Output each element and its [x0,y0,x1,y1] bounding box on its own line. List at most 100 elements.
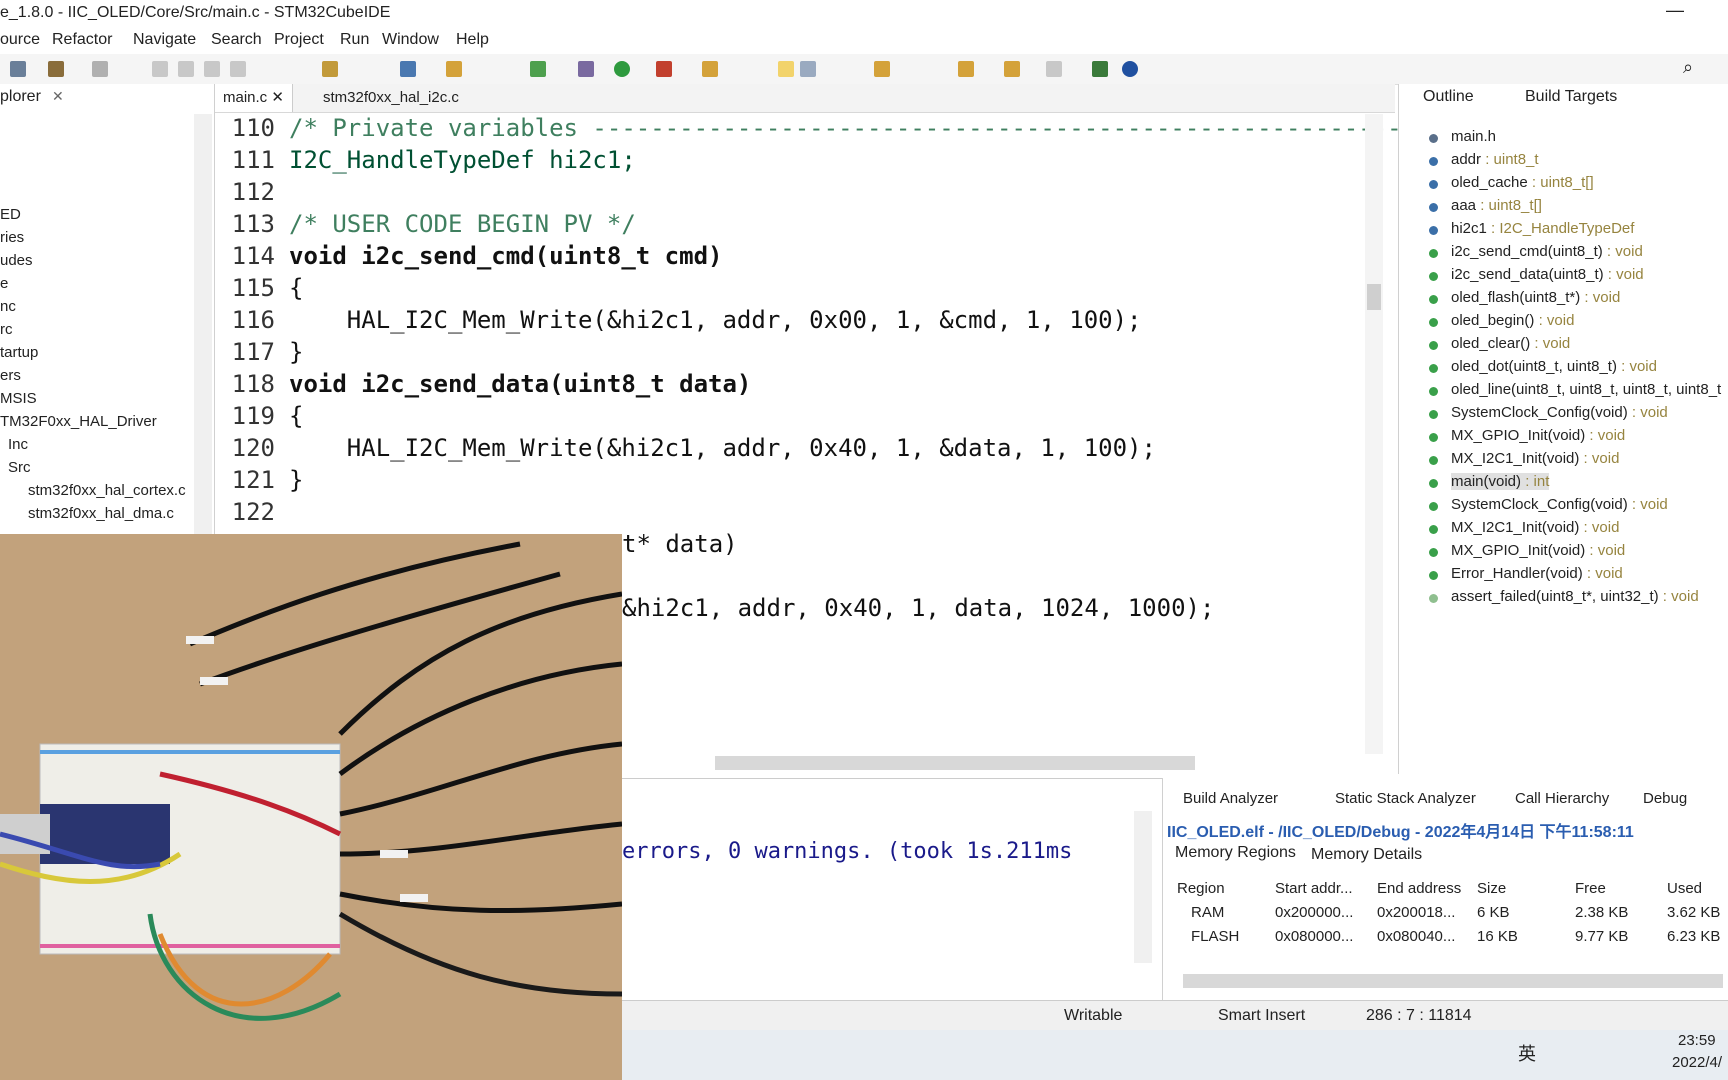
outline-item[interactable]: i2c_send_data(uint8_t) : void [1451,266,1644,283]
outline-item[interactable]: assert_failed(uint8_t*, uint32_t) : void [1451,588,1699,605]
tab-outline[interactable]: Outline [1423,88,1474,105]
stop-icon[interactable] [204,61,220,77]
step-icon[interactable] [152,61,168,77]
menu-navigate[interactable]: Navigate [133,31,197,48]
outline-item[interactable]: SystemClock_Config(void) : void [1451,496,1668,513]
toggle-icon[interactable] [800,61,816,77]
ime-indicator[interactable]: 英 [1518,1044,1536,1064]
outline-item[interactable]: main.h [1451,128,1496,145]
outline-item-icon [1429,226,1438,235]
suspend-icon[interactable] [178,61,194,77]
outline-item[interactable]: Error_Handler(void) : void [1451,565,1623,582]
scroll-thumb[interactable] [1367,284,1381,310]
explorer-tab[interactable]: plorer [0,88,41,105]
disconnect-icon[interactable] [230,61,246,77]
tree-item[interactable]: ED [0,206,21,223]
column-header[interactable]: Free [1575,880,1606,897]
outline-item[interactable]: MX_I2C1_Init(void) : void [1451,450,1619,467]
external-tools-icon[interactable] [656,61,672,77]
outline-item[interactable]: oled_line(uint8_t, uint8_t, uint8_t, uin… [1451,381,1721,398]
tree-item[interactable]: MSIS [0,390,37,407]
outline-item[interactable]: MX_GPIO_Init(void) : void [1451,427,1625,444]
tab-build-targets[interactable]: Build Targets [1525,88,1618,105]
menu-project[interactable]: Project [274,31,324,48]
clock-date[interactable]: 2022/4/ [1672,1054,1723,1071]
tree-item[interactable]: stm32f0xx_hal_dma.c [28,505,174,522]
tree-item[interactable]: nc [0,298,16,315]
tree-item[interactable]: Inc [8,436,29,453]
outline-item[interactable]: i2c_send_cmd(uint8_t) : void [1451,243,1643,260]
line-number: 114 [231,242,275,270]
perspective-icon[interactable] [1092,61,1108,77]
menu-source[interactable]: ource [0,31,41,48]
nav-forward-icon[interactable] [1046,61,1062,77]
outline-item[interactable]: aaa : uint8_t[] [1451,197,1542,214]
outline-item[interactable]: oled_cache : uint8_t[] [1451,174,1594,191]
binary-icon[interactable] [92,61,108,77]
tab-debug[interactable]: Debug [1643,790,1688,807]
column-header[interactable]: Start addr... [1275,880,1353,897]
column-header[interactable]: Region [1177,880,1225,897]
tree-item[interactable]: ries [0,229,25,246]
back-icon[interactable] [958,61,974,77]
tree-item[interactable]: ers [0,367,21,384]
annotation-icon[interactable] [874,61,890,77]
debug-icon[interactable] [10,61,26,77]
outline-item[interactable]: MX_I2C1_Init(void) : void [1451,519,1619,536]
build-icon[interactable] [48,61,64,77]
tab-hal-i2c[interactable]: stm32f0xx_hal_i2c.c [315,84,467,112]
editor-vscrollbar[interactable] [1365,114,1383,754]
menu-run[interactable]: Run [340,31,370,48]
refresh-icon[interactable] [530,61,546,77]
outline-item[interactable]: oled_clear() : void [1451,335,1570,352]
close-icon[interactable]: ✕ [52,88,64,104]
analyzer-hscrollbar[interactable] [1183,974,1723,988]
tree-item[interactable]: TM32F0xx_HAL_Driver [0,413,157,430]
console-output: errors, 0 warnings. (took 1s.211ms [622,839,1073,864]
outline-item[interactable]: hi2c1 : I2C_HandleTypeDef [1451,220,1634,237]
clock-time[interactable]: 23:59 [1678,1032,1716,1049]
tree-item[interactable]: tartup [0,344,39,361]
column-header[interactable]: Used [1667,880,1703,897]
line-number: 122 [231,498,275,526]
menu-help[interactable]: Help [456,31,489,48]
info-icon[interactable] [1122,61,1138,77]
tree-item[interactable]: stm32f0xx_hal_cortex.c [28,482,186,499]
outline-item[interactable]: MX_GPIO_Init(void) : void [1451,542,1625,559]
tab-call-hierarchy[interactable]: Call Hierarchy [1515,790,1610,807]
menu-refactor[interactable]: Refactor [52,31,113,48]
console-scrollbar[interactable] [1134,811,1152,963]
tab-static-stack[interactable]: Static Stack Analyzer [1335,790,1476,807]
tab-memory-details[interactable]: Memory Details [1311,846,1423,863]
folder-icon[interactable] [446,61,462,77]
new-icon[interactable] [400,61,416,77]
menu-search[interactable]: Search [211,31,262,48]
minimize-button[interactable]: — [1666,0,1684,20]
menu-window[interactable]: Window [382,31,439,48]
outline-item[interactable]: oled_flash(uint8_t*) : void [1451,289,1620,306]
open-type-icon[interactable] [702,61,718,77]
outline-item[interactable]: oled_begin() : void [1451,312,1574,329]
explorer-scrollbar[interactable] [194,114,212,534]
tab-build-analyzer[interactable]: Build Analyzer [1183,790,1279,807]
outline-item[interactable]: oled_dot(uint8_t, uint8_t) : void [1451,358,1657,375]
column-header[interactable]: Size [1477,880,1507,897]
tree-item[interactable]: rc [0,321,13,338]
bug-icon[interactable] [578,61,594,77]
column-header[interactable]: End address [1377,880,1462,897]
highlight-icon[interactable] [778,61,794,77]
tab-main-c[interactable]: main.c ✕ [215,84,293,112]
outline-item[interactable]: SystemClock_Config(void) : void [1451,404,1668,421]
run-icon[interactable] [614,61,630,77]
tree-item[interactable]: Src [8,459,31,476]
tree-item[interactable]: udes [0,252,33,269]
tab-memory-regions[interactable]: Memory Regions [1175,844,1296,861]
editor-hscrollbar[interactable] [715,756,1195,770]
tree-item[interactable]: e [0,275,9,292]
tools-icon[interactable] [322,61,338,77]
outline-item[interactable]: main(void) : int [1451,473,1550,490]
search-icon[interactable]: ⌕ [1683,57,1694,77]
outline-item-icon [1429,433,1438,442]
nav-back-icon[interactable] [1004,61,1020,77]
outline-item[interactable]: addr : uint8_t [1451,151,1539,168]
